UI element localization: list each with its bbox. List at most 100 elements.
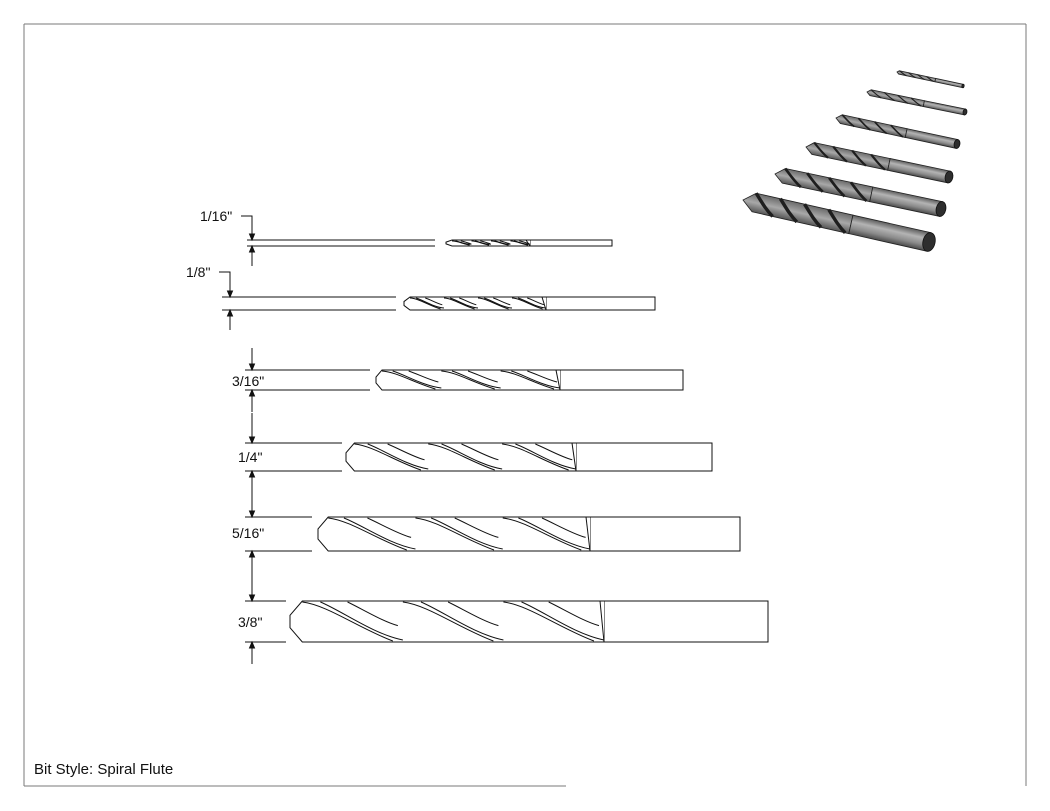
bit-flute-land: [519, 240, 530, 245]
bit-1-4: [245, 442, 713, 472]
iso-bit-1-16: [896, 70, 965, 89]
dim-arrow: [226, 280, 234, 299]
size-label-1-8: 1/8": [186, 264, 210, 280]
bit-flute-spiral: [402, 601, 494, 642]
bit-flute-land: [499, 240, 510, 245]
bit-flute-spiral: [430, 517, 503, 550]
bit-flute-spiral: [483, 297, 513, 309]
bit-flute-land: [425, 297, 443, 306]
bit-flute-end: [585, 516, 591, 552]
bit-style-label: Bit Style: Spiral Flute: [34, 761, 174, 778]
bit-shank: [589, 516, 741, 552]
dim-arrow: [248, 571, 256, 603]
iso-flute-groove: [832, 145, 848, 163]
bit-flute-spiral: [517, 297, 547, 309]
bit-flute-spiral: [381, 370, 436, 390]
iso-flute-groove: [897, 94, 909, 104]
size-label-1-4: 1/4": [238, 449, 262, 465]
bit-flute-spiral: [302, 601, 393, 642]
bit-flute-spiral: [354, 443, 422, 471]
bit-shank: [603, 600, 769, 643]
bit-flute-spiral: [328, 517, 407, 551]
bit-flute-spiral: [415, 297, 445, 309]
bit-1-16: [247, 239, 613, 247]
bit-flute-spiral: [441, 370, 495, 390]
iso-flute-groove: [828, 176, 846, 198]
iso-flute-groove: [813, 141, 829, 159]
iso-bit-3-16: [835, 114, 961, 149]
bit-flute-land: [447, 601, 499, 627]
iso-bit-1-4: [805, 141, 954, 184]
bit-flute-body: [289, 600, 604, 643]
iso-flute-groove: [754, 192, 774, 218]
bit-flute-body: [317, 516, 590, 552]
bit-1-8: [222, 296, 656, 311]
iso-bit-3-8: [742, 192, 936, 252]
bit-flute-spiral: [502, 517, 582, 551]
bit-flute-body: [345, 442, 576, 472]
iso-shank-end: [922, 232, 936, 252]
iso-flute-groove: [870, 153, 886, 171]
bit-5-16: [245, 516, 741, 552]
dim-arrow: [248, 640, 256, 664]
bit-flute-land: [548, 601, 600, 627]
bit-flute-end: [571, 442, 577, 472]
dim-arrow: [248, 549, 256, 573]
iso-flute: [742, 192, 854, 235]
iso-shank: [869, 186, 944, 217]
dimension-annotations: [219, 215, 256, 664]
iso-flute-groove: [884, 92, 895, 102]
iso-flute-groove: [851, 149, 867, 167]
dim-arrow: [248, 413, 256, 445]
iso-flute-groove: [917, 74, 925, 81]
iso-flute: [866, 89, 925, 108]
size-label-5-16: 5/16": [232, 525, 264, 541]
iso-shank: [934, 77, 964, 89]
bit-flute-land: [493, 297, 511, 306]
orthographic-bit-views: [222, 239, 769, 643]
size-label-3-8: 3/8": [238, 614, 262, 630]
bit-flute-spiral: [511, 370, 561, 389]
bit-3-8: [245, 600, 769, 643]
iso-shank-end: [962, 108, 968, 116]
bit-flute-spiral: [502, 443, 569, 471]
iso-flute: [805, 142, 891, 171]
bit-shank: [559, 369, 684, 391]
bit-flute-spiral: [518, 517, 591, 550]
iso-flute: [774, 168, 874, 203]
bit-flute-land: [347, 601, 398, 627]
iso-shank: [922, 100, 967, 116]
bit-flute-spiral: [451, 370, 501, 389]
bit-shank: [545, 296, 656, 311]
bit-3-16: [245, 369, 684, 391]
bit-flute-spiral: [474, 240, 492, 245]
size-label-1-16: 1/16": [200, 208, 232, 224]
bit-flute-spiral: [500, 370, 555, 390]
bit-flute-land: [527, 297, 545, 306]
bit-flute-body: [375, 369, 560, 391]
iso-shank-end: [961, 83, 965, 89]
bit-flute-spiral: [494, 240, 511, 245]
bit-shank: [575, 442, 713, 472]
bit-flute-land: [387, 443, 425, 461]
isometric-bit-views: [742, 70, 968, 252]
bit-flute-spiral: [441, 443, 503, 470]
iso-shank: [887, 158, 951, 184]
iso-flute-groove: [827, 208, 847, 234]
iso-flute-groove: [784, 167, 802, 189]
bit-flute-land: [480, 240, 491, 245]
bit-flute-land: [461, 443, 499, 461]
iso-flute-groove: [926, 76, 934, 82]
bit-flute-spiral: [428, 443, 495, 471]
bit-flute-spiral: [511, 297, 543, 310]
dim-arrow: [248, 244, 256, 266]
iso-bit-1-8: [866, 89, 968, 116]
iso-flute-groove: [841, 114, 855, 128]
bit-flute-spiral: [367, 443, 429, 470]
iso-flute-groove: [890, 124, 904, 138]
iso-flute-groove: [803, 203, 823, 229]
bit-flute-spiral: [513, 240, 531, 245]
dim-arrow: [248, 348, 256, 372]
iso-flute: [835, 114, 908, 138]
leader-line: [241, 215, 253, 224]
